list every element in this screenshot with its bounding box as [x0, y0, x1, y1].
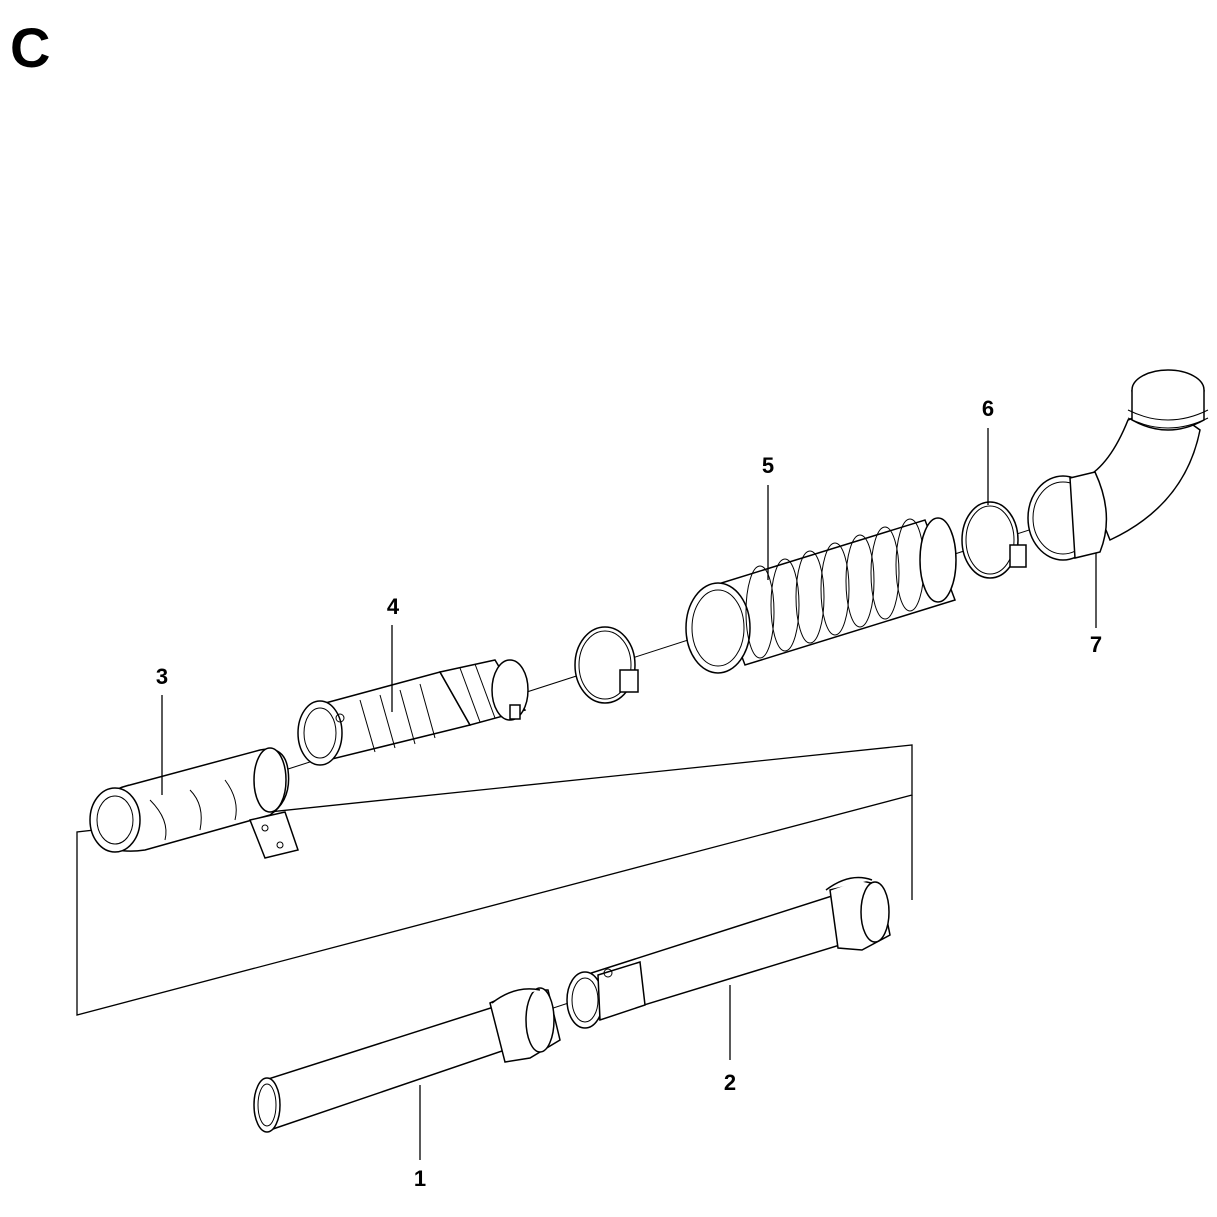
callout-2: 2: [724, 1070, 736, 1095]
part-6-hose-clamp: [961, 501, 1027, 579]
leader-lines: [161, 428, 1097, 1160]
part-2-upper-tube: [566, 876, 891, 1029]
callout-5: 5: [762, 453, 774, 478]
callout-1: 1: [414, 1166, 426, 1191]
callout-7: 7: [1090, 632, 1102, 657]
section-letter: C: [10, 16, 51, 79]
callout-3: 3: [156, 664, 168, 689]
callout-labels: 1 2 3 4 5 6 7: [156, 396, 1102, 1191]
part-5-corrugated-hose: [685, 517, 957, 674]
callout-6: 6: [982, 396, 994, 421]
part-1-lower-tube: [253, 987, 561, 1133]
part-4-ribbed-nozzle: [297, 659, 529, 766]
assembly-connector-lines: [76, 744, 913, 1016]
part-7-elbow: [1027, 369, 1209, 561]
hose-clamp-left: [574, 626, 639, 704]
part-3-filter-bag: [89, 747, 299, 859]
callout-4: 4: [387, 594, 400, 619]
